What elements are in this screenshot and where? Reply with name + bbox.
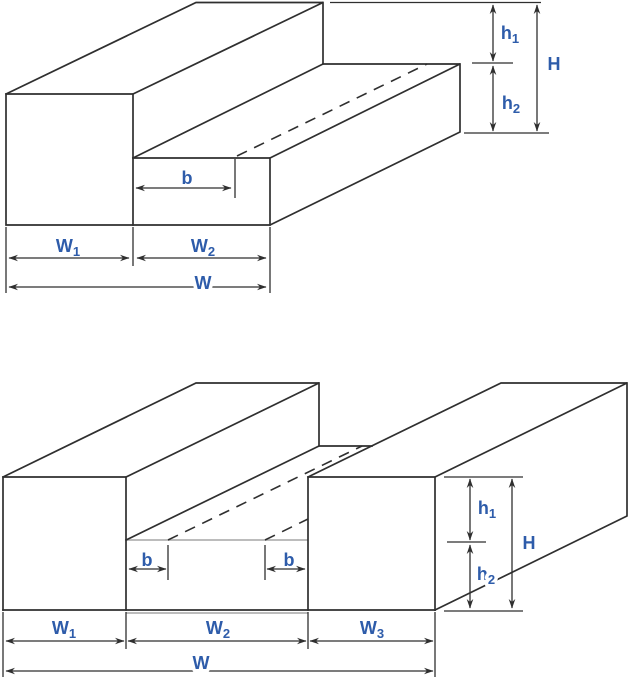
h2-label: h2: [477, 564, 495, 587]
front-face-outline: [5, 93, 271, 226]
w2-label: W2: [191, 236, 215, 259]
hidden-edge-dashed-left: [167, 445, 363, 541]
channel-floor-left-edge: [124, 444, 321, 542]
bottom-diagram: b b W1 W2 W3 W h1 h2 H: [1, 382, 628, 677]
width-dimensions: W1 W2 W: [5, 227, 271, 297]
w-label: W: [193, 653, 210, 673]
h2-label: h2: [502, 93, 520, 116]
h-total-label: H: [548, 54, 561, 74]
hidden-edge-dashed-line: [236, 63, 428, 157]
width-dimensions-bottom: W1 W2 W3 W: [2, 612, 436, 677]
w-label: W: [195, 273, 212, 293]
height-dimensions: h1 h2 H: [330, 1, 561, 134]
right-block-end-edges: [433, 382, 628, 612]
left-wall-rear-edge: [318, 382, 373, 447]
h1-label: h1: [501, 23, 519, 46]
w1-label: W1: [56, 236, 80, 259]
left-block-front-face: [2, 476, 127, 611]
h1-label: h1: [478, 498, 496, 521]
height-dimensions-bottom: h1 h2 H: [444, 476, 536, 612]
w1-label: W1: [52, 618, 76, 641]
channel-b-dimensions: b b: [128, 545, 306, 580]
b-label: b: [182, 168, 193, 188]
top-face-edges: [4, 1, 324, 96]
right-block-front-face: [307, 476, 436, 611]
hidden-edge-dashed-right: [264, 518, 309, 541]
b-right-label: b: [284, 550, 295, 570]
right-block-top-face: [306, 382, 628, 479]
w3-label: W3: [360, 618, 384, 641]
w2-label: W2: [206, 618, 230, 641]
b-left-label: b: [142, 550, 153, 570]
top-diagram: b W1 W2 W h1 h2 H: [4, 1, 561, 297]
step-tread-rear-edges: [268, 63, 461, 160]
h-total-label: H: [523, 533, 536, 553]
dimension-b: b: [135, 159, 236, 198]
step-end-edges: [268, 63, 461, 227]
left-block-top-face: [1, 382, 320, 479]
